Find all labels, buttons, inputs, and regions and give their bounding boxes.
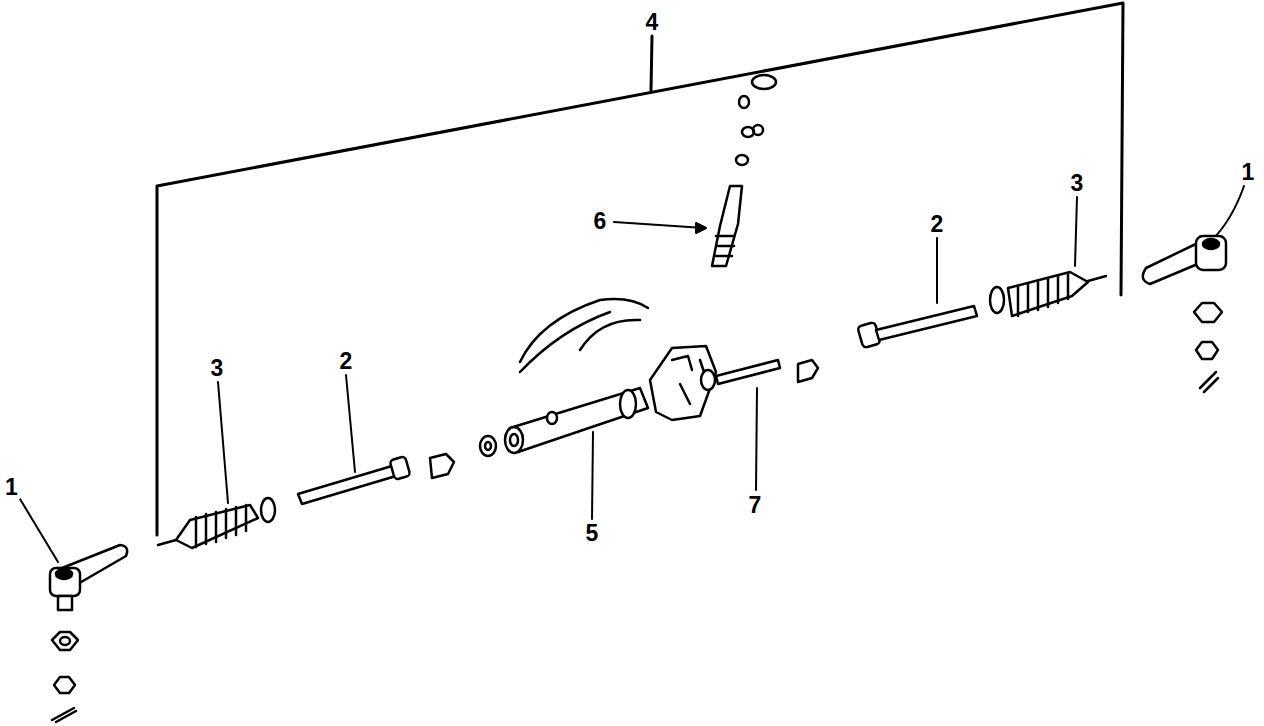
- callout-number: 1: [3, 476, 20, 499]
- callout-number: 2: [929, 213, 946, 236]
- boot-right: [990, 272, 1106, 316]
- callout-number: 7: [747, 494, 764, 517]
- callout-number: 6: [592, 210, 609, 233]
- inner-tie-rod-right: [798, 306, 977, 382]
- rack-bar: [716, 360, 780, 384]
- callout-number: 2: [338, 350, 355, 373]
- inner-tie-rod-left: [298, 436, 496, 504]
- tie-rod-end-right: [1143, 236, 1226, 392]
- tie-rod-end-left: [50, 545, 127, 722]
- callout-number: 4: [644, 11, 661, 34]
- leader-lines: [20, 186, 1244, 562]
- callout-number: 3: [209, 357, 226, 380]
- callout-number: 5: [584, 522, 601, 545]
- rack-housing: [505, 299, 716, 453]
- callout-number: 3: [1069, 172, 1086, 195]
- pinion-valve: [712, 75, 776, 266]
- assembly-bracket: [157, 3, 1123, 535]
- callout-number: 1: [1240, 161, 1257, 184]
- boot-left: [158, 498, 275, 548]
